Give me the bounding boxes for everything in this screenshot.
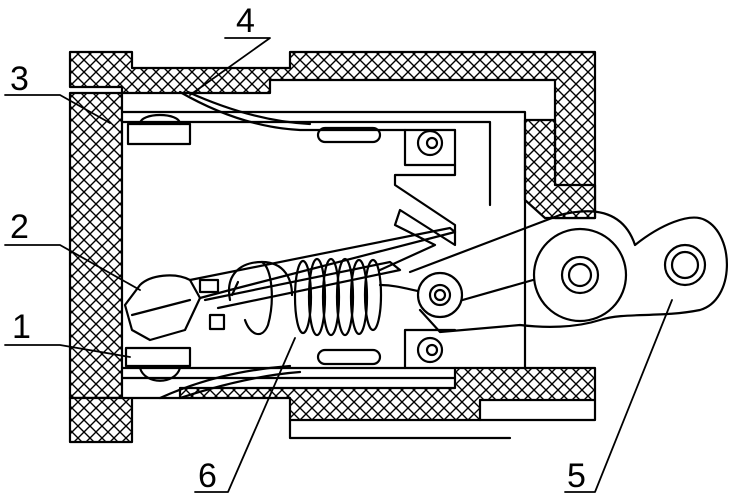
callout-label-3: 3 bbox=[10, 60, 29, 98]
lower-flat-spring bbox=[158, 364, 302, 400]
actuator-lever bbox=[408, 210, 728, 334]
callout-label-1: 1 bbox=[12, 308, 31, 346]
housing-body bbox=[68, 50, 597, 444]
leader-lines bbox=[4, 37, 673, 493]
coil-spring bbox=[227, 257, 442, 337]
callout-label-4: 4 bbox=[236, 2, 255, 40]
moving-contact bbox=[123, 226, 457, 382]
upper-flat-spring bbox=[126, 90, 457, 146]
inner-frame bbox=[120, 110, 527, 380]
callout-label-2: 2 bbox=[10, 208, 29, 246]
callout-label-6: 6 bbox=[198, 457, 217, 495]
callout-label-5: 5 bbox=[567, 457, 586, 495]
